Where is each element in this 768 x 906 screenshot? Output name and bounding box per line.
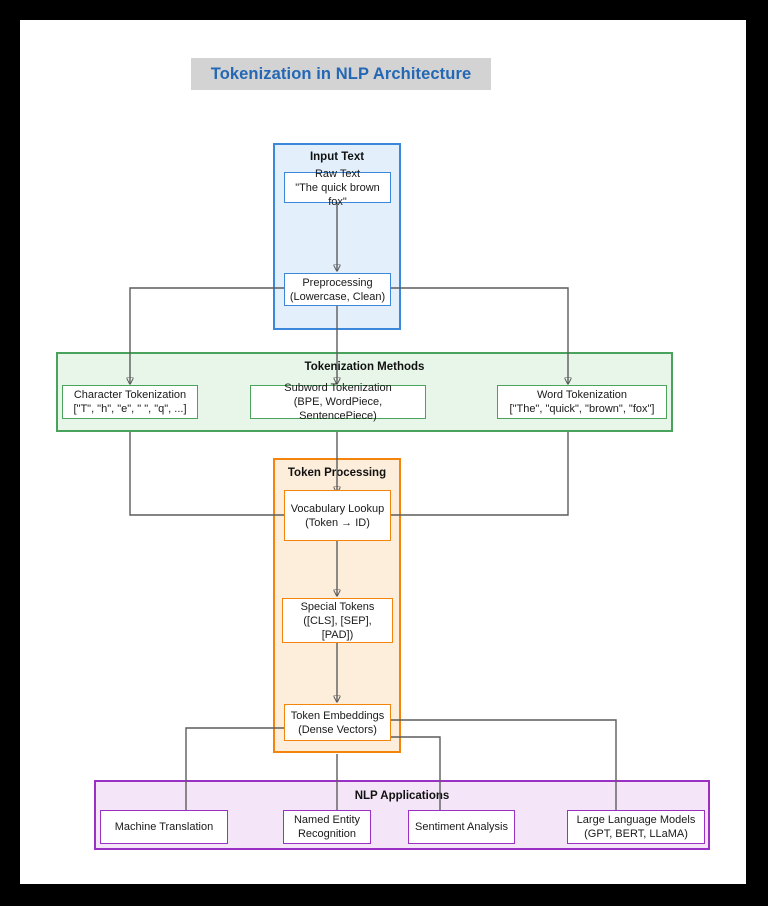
node-token-embeddings[interactable]: Token Embeddings (Dense Vectors) bbox=[284, 704, 391, 741]
node-token-embeddings-line2: (Dense Vectors) bbox=[298, 723, 377, 736]
node-subword-tokenization-line2: (BPE, WordPiece, SentencePiece) bbox=[293, 396, 383, 422]
node-named-entity-recognition-line2: Recognition bbox=[297, 828, 357, 840]
node-named-entity-recognition[interactable]: Named Entity Recognition bbox=[283, 810, 371, 844]
node-preprocessing-line2: (Lowercase, Clean) bbox=[289, 290, 386, 303]
node-raw-text[interactable]: Raw Text "The quick brown fox" bbox=[284, 168, 391, 208]
diagram-canvas: Tokenization in NLP Architecture Input T… bbox=[20, 20, 746, 884]
cluster-input-text-label: Input Text bbox=[309, 151, 365, 163]
node-word-tokenization-line2: ["The", "quick", "brown", "fox"] bbox=[509, 403, 655, 415]
cluster-nlp-applications-label: NLP Applications bbox=[354, 790, 450, 802]
node-sentiment-analysis[interactable]: Sentiment Analysis bbox=[408, 810, 515, 844]
node-raw-text-line2: "The quick brown fox" bbox=[295, 181, 380, 208]
node-preprocessing[interactable]: Preprocessing (Lowercase, Clean) bbox=[284, 273, 391, 306]
node-raw-text-line1: Raw Text bbox=[314, 167, 361, 180]
node-large-language-models-line2: (GPT, BERT, LLaMA) bbox=[584, 828, 688, 840]
node-vocabulary-lookup[interactable]: Vocabulary Lookup (Token → ID) bbox=[284, 490, 391, 541]
node-machine-translation-line1: Machine Translation bbox=[114, 821, 214, 833]
node-preprocessing-line1: Preprocessing bbox=[302, 276, 373, 289]
node-sentiment-analysis-line1: Sentiment Analysis bbox=[415, 821, 508, 833]
node-named-entity-recognition-line1: Named Entity bbox=[293, 814, 361, 826]
node-token-embeddings-line1: Token Embeddings bbox=[290, 709, 385, 722]
node-subword-tokenization-line1: Subword Tokenization bbox=[284, 382, 392, 394]
node-word-tokenization-line1: Word Tokenization bbox=[536, 389, 628, 401]
node-character-tokenization[interactable]: Character Tokenization ["T", "h", "e", "… bbox=[62, 385, 198, 419]
node-character-tokenization-line1: Character Tokenization bbox=[73, 389, 187, 401]
node-subword-tokenization[interactable]: Subword Tokenization (BPE, WordPiece, Se… bbox=[250, 382, 426, 422]
node-special-tokens-line2: ([CLS], [SEP], [PAD]) bbox=[303, 614, 372, 641]
node-large-language-models[interactable]: Large Language Models (GPT, BERT, LLaMA) bbox=[567, 810, 705, 844]
node-word-tokenization[interactable]: Word Tokenization ["The", "quick", "brow… bbox=[497, 385, 667, 419]
node-machine-translation[interactable]: Machine Translation bbox=[100, 810, 228, 844]
node-special-tokens-line1: Special Tokens bbox=[300, 600, 375, 613]
node-large-language-models-line1: Large Language Models bbox=[576, 814, 696, 826]
cluster-tokenization-methods-label: Tokenization Methods bbox=[304, 361, 425, 373]
page-title: Tokenization in NLP Architecture bbox=[191, 58, 491, 90]
cluster-token-processing-label: Token Processing bbox=[287, 467, 387, 479]
node-vocabulary-lookup-line2: (Token → ID) bbox=[305, 516, 370, 529]
node-character-tokenization-line2: ["T", "h", "e", " ", "q", ...] bbox=[73, 403, 187, 415]
diagram-page: Tokenization in NLP Architecture Input T… bbox=[20, 20, 746, 884]
node-special-tokens[interactable]: Special Tokens ([CLS], [SEP], [PAD]) bbox=[282, 598, 393, 643]
node-vocabulary-lookup-line1: Vocabulary Lookup bbox=[290, 502, 385, 515]
